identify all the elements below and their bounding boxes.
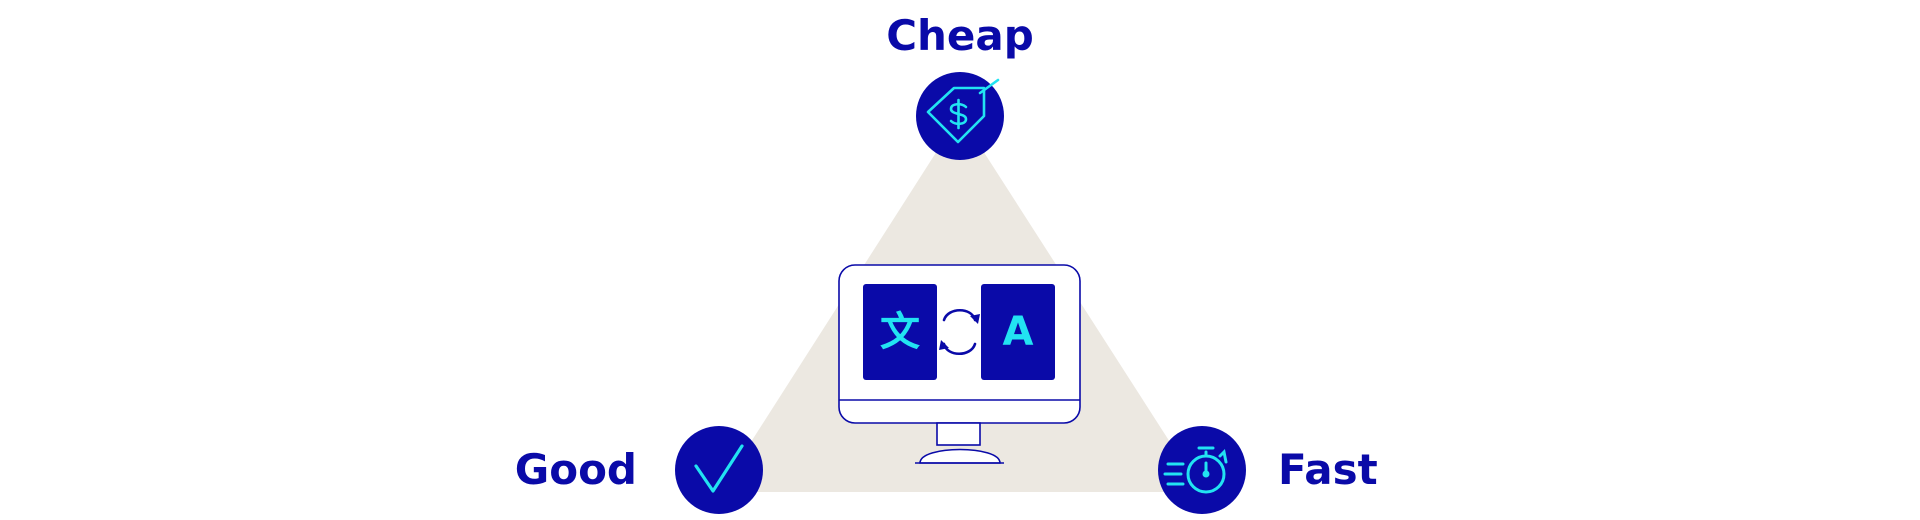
swap-arrows-icon	[939, 308, 980, 356]
source-language-glyph: 文	[880, 309, 920, 355]
source-language-document: 文	[863, 284, 937, 380]
label-cheap: Cheap	[886, 11, 1034, 60]
stopwatch-node	[1158, 426, 1246, 514]
label-fast: Fast	[1278, 445, 1378, 494]
checkmark-node	[675, 426, 763, 514]
target-language-glyph: A	[1003, 309, 1034, 355]
price-tag-node	[916, 72, 1004, 160]
price-tag-icon	[926, 78, 1000, 144]
target-language-document: A	[981, 284, 1055, 380]
checkmark-icon	[694, 444, 744, 493]
label-good: Good	[515, 445, 637, 494]
